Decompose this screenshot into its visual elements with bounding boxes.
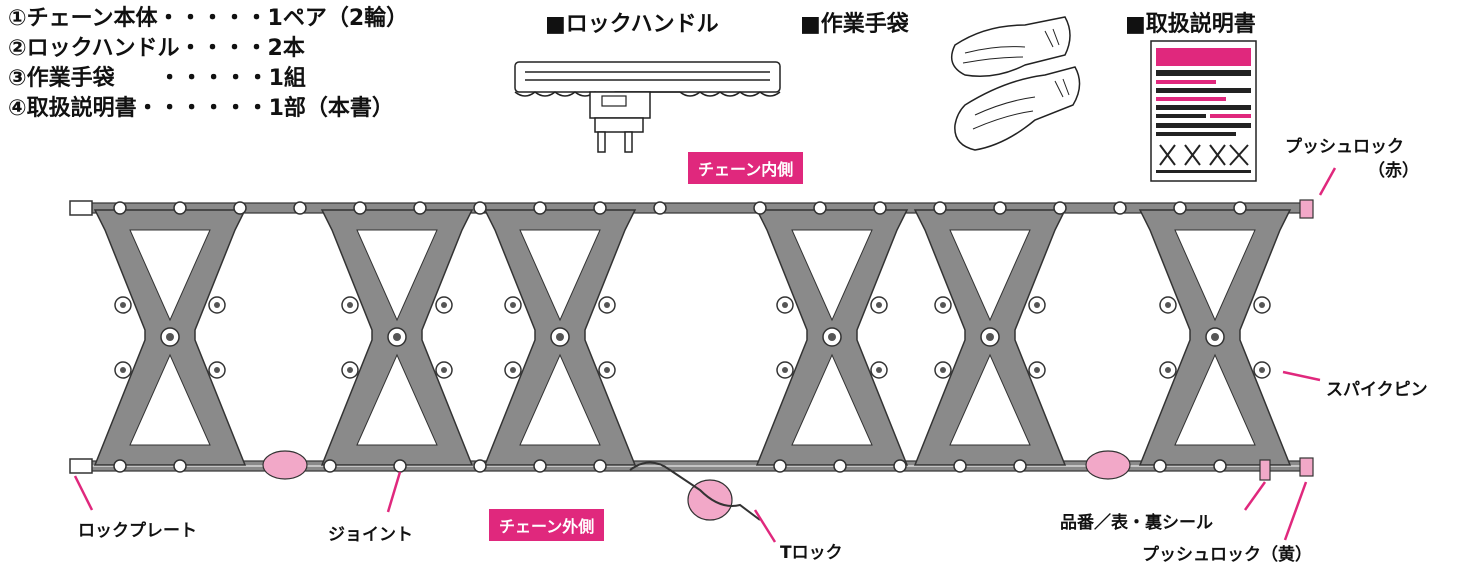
gloves-title: ■作業手袋 (800, 12, 909, 37)
parts-list-item: ④取扱説明書・・・・・・1部（本書） (8, 96, 394, 121)
parts-list: ①チェーン本体・・・・・1ペア（2輪） ②ロックハンドル・・・・2本 ③作業手袋… (8, 4, 408, 124)
chain-inner-badge: チェーン内側 (688, 152, 804, 184)
chain-outer-badge: チェーン外側 (489, 509, 605, 541)
spike-pin-label: スパイクピン (1326, 380, 1428, 400)
parts-list-item: ②ロックハンドル・・・・2本 (8, 36, 305, 61)
parts-list-item: ①チェーン本体・・・・・1ペア（2輪） (8, 6, 409, 31)
push-lock-red-label: プッシュロック (1285, 137, 1404, 157)
lock-handle-illustration (514, 61, 781, 153)
manual-title: ■取扱説明書 (1125, 12, 1256, 37)
push-lock-red-color-label: （赤） (1368, 161, 1419, 181)
parts-list-item: ③作業手袋 ・・・・・1組 (8, 66, 306, 91)
gloves-illustration (950, 16, 1081, 151)
push-lock-yellow-label: プッシュロック（黄） (1142, 545, 1312, 565)
product-seal-label: 品番／表・裏シール (1060, 513, 1213, 533)
lock-handle-title: ■ロックハンドル (545, 12, 719, 37)
manual-illustration (1150, 40, 1257, 182)
joint-label: ジョイント (328, 525, 413, 545)
t-lock-label: Tロック (780, 543, 843, 563)
lock-plate-label: ロックプレート (78, 521, 197, 541)
